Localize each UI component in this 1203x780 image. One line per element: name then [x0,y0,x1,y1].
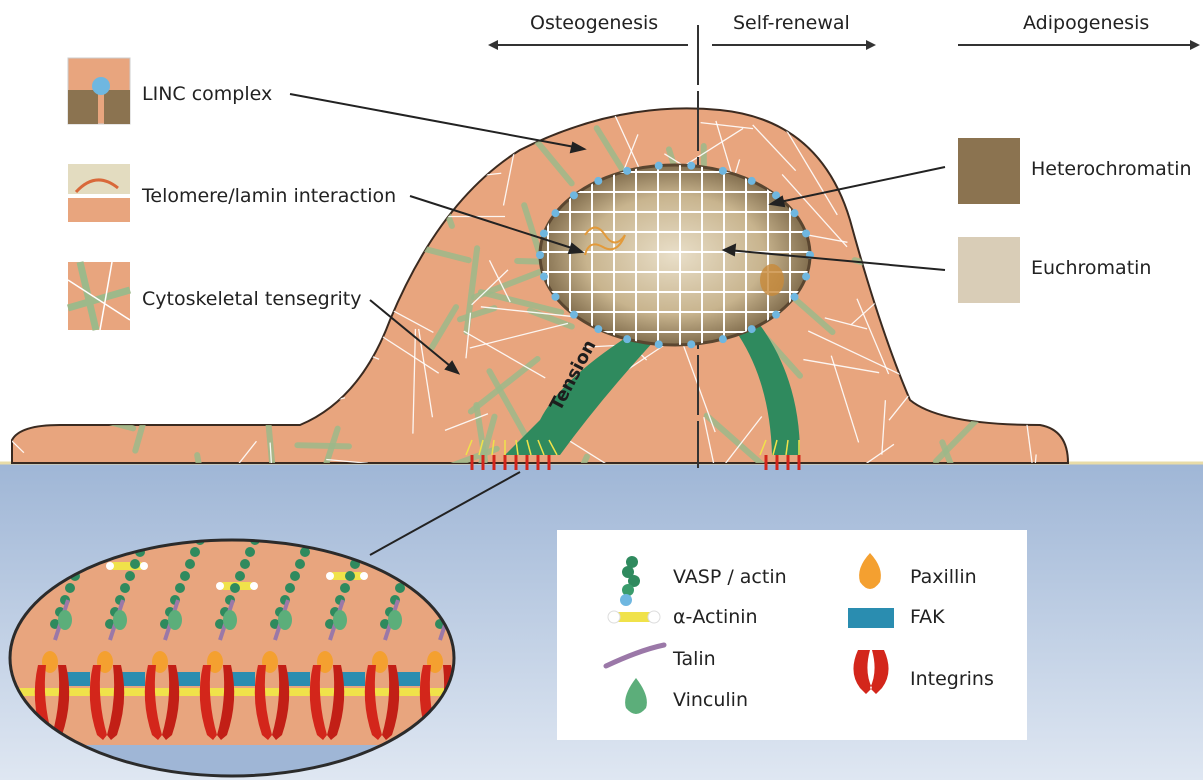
telomere-lamin-icon [68,164,130,222]
cytoskeletal-tensegrity-label: Cytoskeletal tensegrity [142,288,362,310]
self-renewal-arrow [712,40,876,50]
heterochromatin-swatch [958,138,1020,204]
adipogenesis-label: Adipogenesis [1023,12,1149,34]
vasp-actin-label: VASP / actin [673,566,787,588]
adipogenesis-arrow [958,40,1200,50]
integrins-label: Integrins [910,668,994,690]
alpha-actinin-icon [608,611,660,623]
fak-icon [848,608,894,628]
telomere-lamin-label: Telomere/lamin interaction [142,185,396,207]
paxillin-label: Paxillin [910,566,977,588]
talin-label: Talin [673,648,716,670]
fak-label: FAK [910,606,945,628]
euchromatin-swatch [958,237,1020,303]
alpha-actinin-label: α-Actinin [673,606,758,628]
cytoskeletal-tensegrity-icon [68,262,130,330]
linc-complex-icon [68,58,130,124]
osteogenesis-label: Osteogenesis [530,12,658,34]
linc-complex-label: LINC complex [142,83,272,105]
vinculin-label: Vinculin [673,689,748,711]
euchromatin-label: Euchromatin [1031,257,1151,279]
osteogenesis-arrow [488,40,688,50]
heterochromatin-label: Heterochromatin [1031,158,1192,180]
self-renewal-label: Self-renewal [733,12,850,34]
heterochromatin-patch [760,264,784,296]
